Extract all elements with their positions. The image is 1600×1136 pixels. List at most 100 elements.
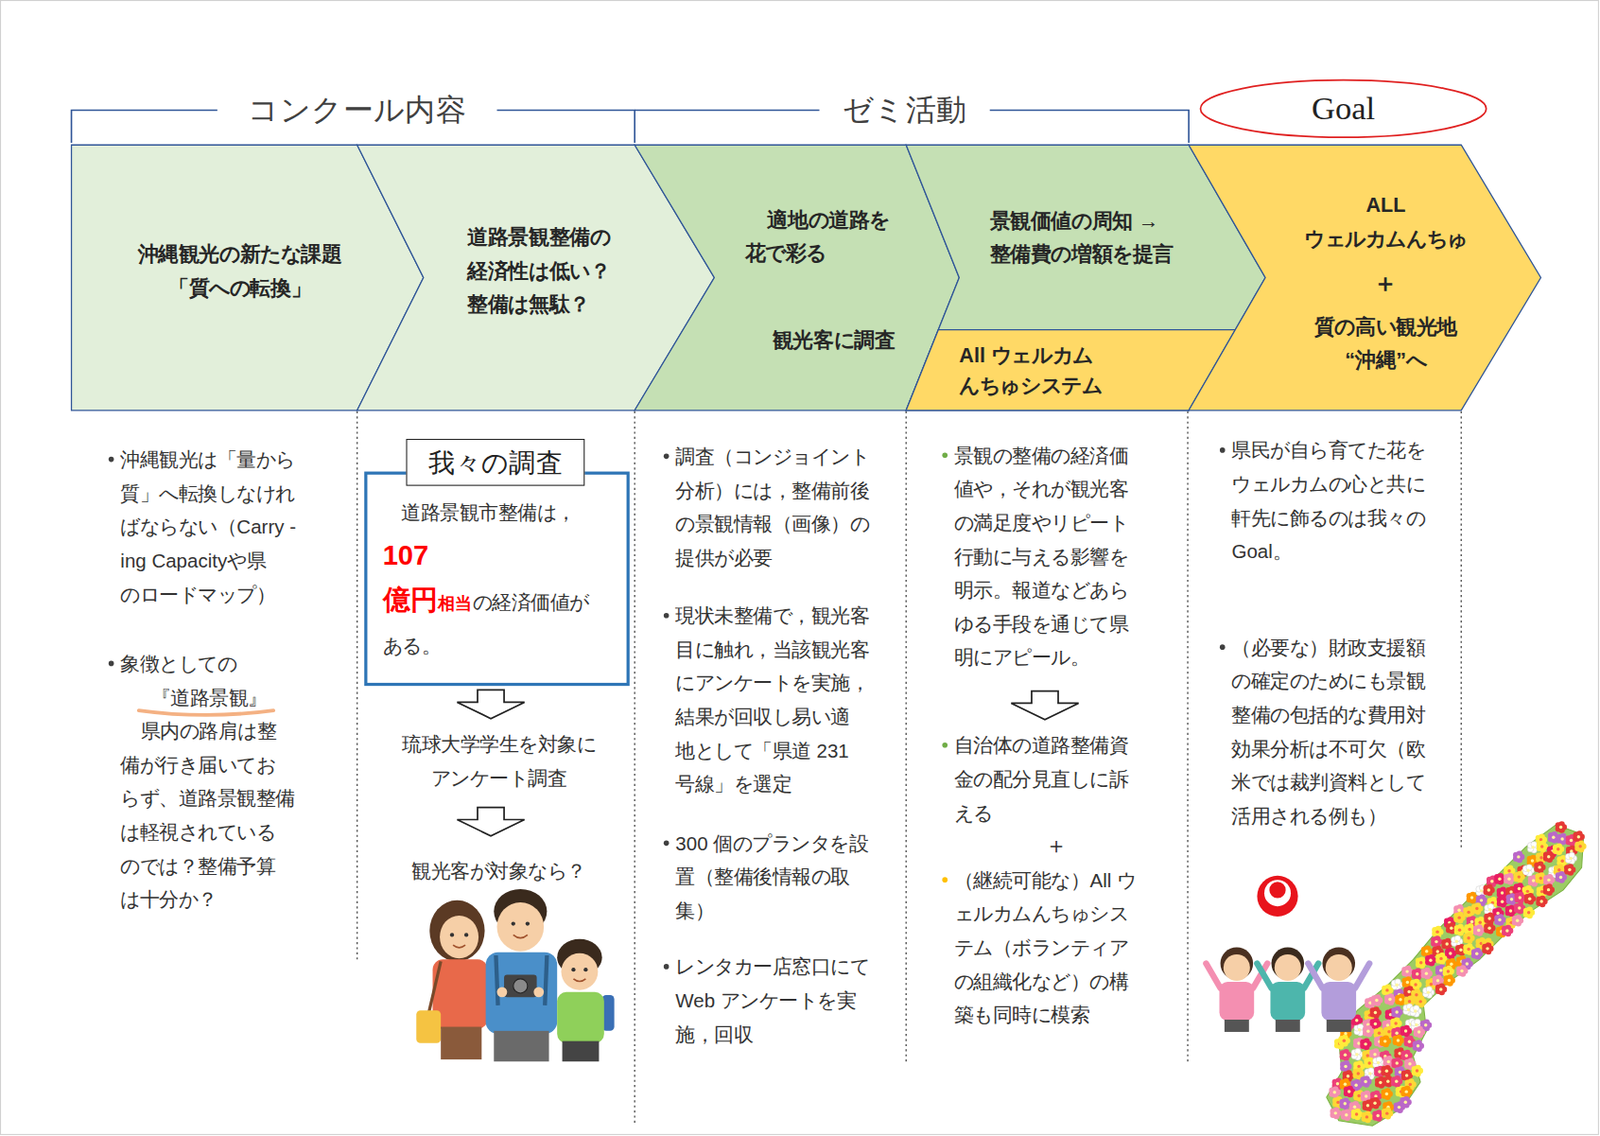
flower-center <box>1429 982 1433 986</box>
bullet-dot <box>663 453 670 460</box>
okinawa-flower-map <box>1326 820 1587 1126</box>
flower-center <box>1515 919 1519 922</box>
flower <box>1359 1038 1372 1051</box>
flower-center <box>1386 1079 1390 1083</box>
bullet-text: 沖縄観光は「量から 質」へ転換しなけれ ばならない（Carry -ing Cap… <box>120 442 309 611</box>
flower-center <box>1528 896 1531 900</box>
children-illustration <box>1205 946 1370 1032</box>
face <box>1325 954 1353 981</box>
flower <box>1494 913 1506 926</box>
text-holder: ＋ <box>1293 264 1478 299</box>
flower-center <box>1551 834 1555 838</box>
flower-center <box>1526 889 1530 893</box>
flower-center <box>1466 936 1470 940</box>
flower-center <box>1405 969 1409 973</box>
flower-center <box>1531 878 1535 882</box>
step-text: 沖縄観光の新たな課題 「質への転換」 <box>127 237 352 305</box>
flower-center <box>1470 920 1474 923</box>
flower-center <box>1497 918 1501 922</box>
flower-center <box>1517 874 1521 878</box>
text-holder: 『道路景観』 <box>142 679 276 714</box>
flower-center <box>1394 1079 1398 1083</box>
hand <box>533 986 544 997</box>
flower-center <box>1518 895 1522 899</box>
flower-center <box>1354 1083 1357 1087</box>
child <box>1256 946 1319 1032</box>
flower-center <box>1448 951 1452 955</box>
separator-line <box>1186 411 1188 1061</box>
flower-center <box>1366 1053 1370 1057</box>
bullet-text: 現状未整備で，観光客 目に触れ，当該観光客 にアンケートを実施， 結果が回収し易… <box>675 598 890 801</box>
flower-center <box>1396 1038 1400 1042</box>
step-text: 観光客に調査 <box>762 323 905 358</box>
flower <box>1435 952 1447 965</box>
flower-center <box>1487 887 1491 891</box>
bullet-dot <box>663 840 670 847</box>
text-holder: All ウェルカム んちゅシステム <box>958 339 1123 401</box>
flower <box>1400 1025 1412 1038</box>
eye <box>511 921 516 925</box>
eye <box>450 932 454 937</box>
flower <box>1379 1035 1392 1048</box>
mouth <box>452 944 466 948</box>
flower-center <box>1355 1112 1358 1115</box>
flower <box>1523 906 1535 920</box>
flower-center <box>1458 927 1461 931</box>
chevron-step: 適地の道路を 花で彩る観光客に調査 <box>634 144 959 411</box>
emblem-inner <box>1269 881 1286 898</box>
flower-center <box>1475 952 1479 956</box>
bullet-text: 象徴としての <box>120 646 309 681</box>
flower-center <box>1405 1073 1409 1077</box>
flower-center <box>1397 1051 1401 1055</box>
text-holder: ALL ウェルカムんちゅ <box>1293 188 1478 256</box>
separator-line <box>633 411 635 1123</box>
flower-center <box>1414 992 1418 996</box>
flower-center <box>1425 971 1428 974</box>
flower <box>1351 1047 1363 1061</box>
flower-center <box>1444 941 1448 945</box>
flower-center <box>1526 868 1530 871</box>
flower-center <box>1540 844 1544 848</box>
flower <box>1340 1108 1353 1121</box>
text-holder: 沖縄観光は「量から 質」へ転換しなけれ ばならない（Carry -ing Cap… <box>120 442 309 611</box>
hollow-arrow-shape <box>456 807 524 836</box>
flow-text: 観光客が対象なら？ <box>397 853 602 888</box>
flower <box>1471 902 1483 915</box>
flower-center <box>1475 906 1479 910</box>
legs <box>1224 1019 1250 1032</box>
bullet-text: レンタカー店窓口にて Web アンケートを実 施，回収 <box>675 949 890 1051</box>
flower-center <box>1413 982 1417 986</box>
flower-center <box>1342 1038 1346 1042</box>
flower <box>1351 1108 1363 1121</box>
flower-center <box>1495 911 1499 915</box>
flower-center <box>1385 1069 1389 1073</box>
flower <box>1552 842 1565 855</box>
flower-center <box>1373 1022 1377 1026</box>
text-holder: 県民が自ら育てた花を ウェルカムの心と共に 軒先に飾るのは我々の Goal。 <box>1231 433 1441 568</box>
text-holder: 景観の整備の経済価 値や，それが観光客 の満足度やリピート 行動に与える影響を … <box>954 437 1144 674</box>
text-holder: 自治体の道路整備資 金の配分見直しに訴 える <box>954 728 1144 830</box>
bullet-text: 県民が自ら育てた花を ウェルカムの心と共に 軒先に飾るのは我々の Goal。 <box>1231 433 1441 568</box>
flower-center <box>1559 875 1563 879</box>
flower-center <box>1363 1079 1367 1083</box>
flower-center <box>1373 1052 1376 1056</box>
flower-center <box>1478 921 1482 924</box>
flower-center <box>1490 879 1494 883</box>
flower-center <box>1487 926 1491 930</box>
strap <box>495 955 498 1006</box>
text-holder: レンタカー店窓口にて Web アンケートを実 施，回収 <box>675 949 890 1051</box>
bullet-dot <box>108 660 115 667</box>
flower-center <box>1385 1111 1389 1114</box>
flower-center <box>1408 1061 1411 1065</box>
text-holder: （必要な）財政支援額 の確定のためにも景観 整備の包括的な費用対 効果分析は不可… <box>1231 629 1441 833</box>
flower <box>1400 1085 1412 1098</box>
text-holder: 現状未整備で，観光客 目に触れ，当該観光客 にアンケートを実施， 結果が回収し易… <box>675 598 890 801</box>
shorts <box>562 1041 600 1062</box>
tourist-family-illustration <box>416 888 614 1061</box>
text-holder: 象徴としての <box>120 646 309 681</box>
text-holder: 調査（コンジョイント 分析）には，整備前後 の景観情報（画像）の 提供が必要 <box>675 439 890 574</box>
flower-center <box>1439 968 1443 972</box>
chevron-shape <box>1188 144 1541 411</box>
flower-center <box>1408 999 1411 1003</box>
flower-center <box>1557 868 1561 871</box>
